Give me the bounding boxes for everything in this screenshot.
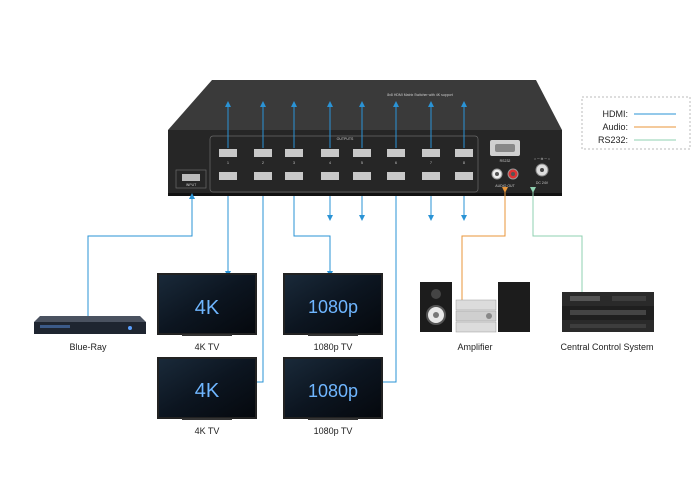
output-number: 8	[463, 161, 465, 165]
rs232-line	[530, 187, 583, 292]
hdmi-port	[455, 149, 473, 157]
output-number: 2	[262, 161, 264, 165]
tv3-caption: 4K TV	[195, 426, 220, 436]
central-control-system: Central Control System	[560, 292, 654, 352]
output-number: 7	[430, 161, 432, 165]
output-number: 3	[293, 161, 295, 165]
output-number: 1	[227, 161, 229, 165]
hdmi-port	[219, 149, 237, 157]
dc-label: DC 24V	[536, 181, 549, 185]
legend-item-label: RS232:	[598, 135, 628, 145]
audio-line	[461, 187, 508, 300]
legend-item-label: HDMI:	[603, 109, 629, 119]
input-hdmi-port	[182, 174, 200, 181]
device-top-text: 8x8 HDMI Matrix Switcher with 4K support	[387, 93, 453, 97]
hdmi-port	[254, 149, 272, 157]
hdmi-port	[422, 149, 440, 157]
rs232-connection	[530, 187, 583, 292]
tv-1080p-top: 1080p 1080p TV	[283, 273, 383, 352]
tv3-screen-text: 4K	[195, 380, 220, 402]
device-top-face	[168, 80, 562, 130]
audio-out-label: AUDIO OUT	[495, 184, 515, 188]
tv-1080p-bottom: 1080p 1080p TV	[283, 357, 383, 436]
legend-item-label: Audio:	[602, 122, 628, 132]
tv4-screen-text: 1080p	[308, 381, 358, 401]
hdmi-port	[353, 172, 371, 180]
tv2-screen-text: 1080p	[308, 297, 358, 317]
tv1-caption: 4K TV	[195, 342, 220, 352]
amp-unit-1	[455, 299, 497, 311]
legend: HDMI: Audio: RS232:	[581, 96, 691, 150]
amplifier-label: Amplifier	[457, 342, 492, 352]
svg-text:○ ─ ⊖ ─ ○: ○ ─ ⊖ ─ ○	[534, 157, 550, 161]
central-control-label: Central Control System	[560, 342, 653, 352]
input-label: INPUT	[186, 183, 197, 187]
output-ports: 1 2 3 4 5 6 7 8	[219, 149, 473, 180]
output-number: 6	[395, 161, 397, 165]
speaker-right	[498, 282, 530, 332]
hdmi-line-input	[87, 193, 195, 316]
tv1-screen-text: 4K	[195, 297, 220, 319]
hdmi-port	[387, 172, 405, 180]
tv-4k-bottom: 4K 4K TV	[157, 357, 257, 436]
hdmi-port	[387, 149, 405, 157]
tv4-caption: 1080p TV	[314, 426, 353, 436]
output-number: 4	[329, 161, 331, 165]
hdmi-port	[321, 149, 339, 157]
hdmi-port	[353, 149, 371, 157]
amplifier: Amplifier	[420, 282, 530, 352]
hdmi-port	[219, 172, 237, 180]
hdmi-port	[285, 149, 303, 157]
hdmi-port	[285, 172, 303, 180]
outputs-label: OUTPUTS	[337, 137, 354, 141]
tv2-caption: 1080p TV	[314, 342, 353, 352]
bluray-player: Blue-Ray	[34, 316, 146, 352]
matrix-switcher: 8x8 HDMI Matrix Switcher with 4K support…	[168, 80, 562, 196]
output-number: 5	[361, 161, 363, 165]
tv-4k-top: 4K 4K TV	[157, 273, 257, 352]
hdmi-port	[455, 172, 473, 180]
hdmi-port	[422, 172, 440, 180]
hdmi-port	[254, 172, 272, 180]
bluray-label: Blue-Ray	[69, 342, 107, 352]
hdmi-line-tv2	[293, 196, 333, 277]
rs232-label: RS232	[500, 159, 511, 163]
hdmi-port	[321, 172, 339, 180]
audio-connection	[461, 187, 508, 300]
